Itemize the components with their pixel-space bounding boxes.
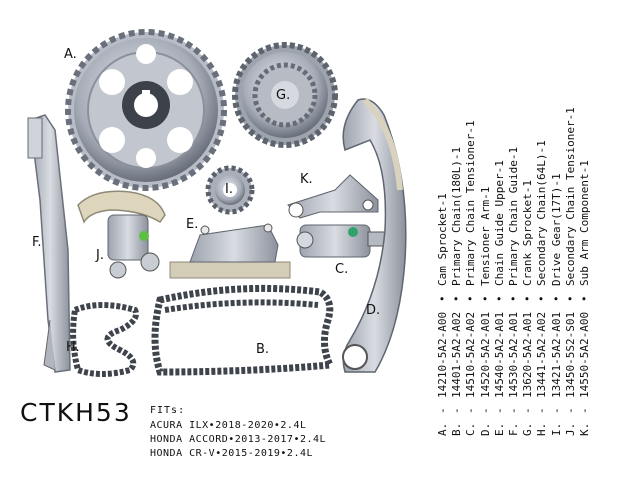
- fits-title: FITs:: [150, 405, 186, 416]
- part-name: Secondary Chain(64L)-1: [535, 140, 549, 286]
- sub-arm-component: [287, 174, 379, 219]
- part-number: 14550-5A2-A00: [577, 311, 591, 398]
- part-letter: C.: [464, 422, 478, 436]
- secondary-chain: [70, 302, 139, 377]
- part-bullet: •: [506, 295, 520, 302]
- part-number: 14210-5A2-A00: [436, 311, 449, 398]
- label-j: J.: [96, 248, 104, 263]
- parts-list-row: A. - 14210-5A2-A00 • Cam Sprocket-1: [436, 76, 450, 436]
- label-f: F.: [32, 235, 42, 250]
- fit-line: HONDA ACCORD•2013-2017•2.4L: [150, 434, 327, 445]
- secondary-chain-tensioner: [77, 190, 166, 279]
- part-bullet: •: [450, 295, 464, 302]
- part-bullet: •: [492, 295, 506, 302]
- part-number: 13421-5A2-A01: [549, 311, 563, 398]
- parts-list-row: B. - 14401-5A2-A02 • Primary Chain(180L)-1: [450, 76, 464, 436]
- part-bullet: •: [464, 295, 478, 302]
- kit-code: CTKH53: [20, 398, 132, 427]
- part-name: Chain Guide Upper-1: [492, 160, 506, 286]
- parts-list-row: K. - 14550-5A2-A00 • Sub Arm Component-1: [578, 76, 592, 436]
- tensioner-arm: [342, 97, 407, 373]
- parts-list-row: J. - 13450-5S2-S01 • Secondary Chain Tension…: [564, 76, 578, 436]
- part-bullet: •: [577, 295, 591, 302]
- part-number: 13450-5S2-S01: [563, 311, 577, 398]
- part-letter: H.: [535, 422, 549, 436]
- drive-gear: [205, 165, 255, 215]
- part-number: 14530-5A2-A01: [506, 311, 520, 398]
- part-dash: -: [478, 407, 492, 414]
- part-bullet: •: [521, 295, 535, 302]
- crank-sprocket: [232, 42, 338, 148]
- part-name: Secondary Chain Tensioner-1: [563, 107, 577, 286]
- primary-chain-guide: [27, 114, 71, 373]
- parts-list-row: E. - 14540-5A2-A01 • Chain Guide Upper-1: [493, 76, 507, 436]
- part-name: Tensioner Arm-1: [478, 186, 492, 286]
- part-dash: -: [464, 407, 478, 414]
- part-name: Primary Chain(180L)-1: [450, 146, 464, 286]
- part-bullet: •: [436, 295, 449, 302]
- part-bullet: •: [478, 295, 492, 302]
- part-name: Crank Sprocket-1: [521, 180, 535, 286]
- part-dash: -: [492, 407, 506, 414]
- part-number: 14520-5A2-A01: [478, 311, 492, 398]
- part-number: 14401-5A2-A02: [450, 311, 464, 398]
- label-c: C.: [335, 262, 349, 277]
- part-dash: -: [436, 407, 449, 414]
- part-letter: B.: [450, 422, 464, 436]
- primary-chain: [151, 284, 336, 376]
- part-number: 13441-5A2-A02: [535, 311, 549, 398]
- part-name: Primary Chain Tensioner-1: [464, 120, 478, 286]
- label-i: I.: [225, 182, 233, 197]
- parts-list-row: F. - 14530-5A2-A01 • Primary Chain Guide-1: [507, 76, 521, 436]
- part-letter: I.: [549, 422, 563, 436]
- chain-guide-upper: [169, 223, 291, 279]
- part-dash: -: [521, 407, 535, 414]
- primary-chain-tensioner: [296, 224, 389, 258]
- label-b: B.: [256, 342, 270, 357]
- part-number: 13620-5A2-A01: [521, 311, 535, 398]
- parts-list-row: G. - 13620-5A2-A01 • Crank Sprocket-1: [521, 76, 535, 436]
- part-name: Cam Sprocket-1: [436, 193, 449, 286]
- part-name: Primary Chain Guide-1: [506, 146, 520, 286]
- part-bullet: •: [549, 295, 563, 302]
- fit-line: ACURA ILX•2018-2020•2.4L: [150, 420, 307, 431]
- part-letter: G.: [521, 422, 535, 436]
- part-number: 14510-5A2-A02: [464, 311, 478, 398]
- part-letter: E.: [492, 422, 506, 436]
- part-bullet: •: [535, 295, 549, 302]
- part-letter: A.: [436, 422, 449, 436]
- part-dash: -: [506, 407, 520, 414]
- part-number: 14540-5A2-A01: [492, 311, 506, 398]
- part-name: Drive Gear(17T)-1: [549, 173, 563, 286]
- label-a: A.: [64, 47, 77, 62]
- part-dash: -: [563, 407, 577, 414]
- fit-line: HONDA CR-V•2015-2019•2.4L: [150, 448, 314, 459]
- part-name: Sub Arm Component-1: [577, 160, 591, 286]
- part-letter: J.: [563, 422, 577, 436]
- parts-list-row: D. - 14520-5A2-A01 • Tensioner Arm-1: [479, 76, 493, 436]
- part-dash: -: [535, 407, 549, 414]
- label-e: E.: [186, 217, 199, 232]
- part-letter: K.: [577, 422, 591, 436]
- parts-list-row: I. - 13421-5A2-A01 • Drive Gear(17T)-1: [550, 76, 564, 436]
- part-dash: -: [577, 407, 591, 414]
- part-dash: -: [450, 407, 464, 414]
- part-bullet: •: [563, 295, 577, 302]
- parts-list-row: H. - 13441-5A2-A02 • Secondary Chain(64L)-1: [535, 76, 549, 436]
- part-letter: D.: [478, 422, 492, 436]
- parts-list-row: C. - 14510-5A2-A02 • Primary Chain Tensioner…: [464, 76, 478, 436]
- label-k: K.: [300, 172, 313, 187]
- label-d: D.: [366, 303, 381, 318]
- cam-sprocket: [65, 29, 227, 191]
- label-h: H.: [66, 340, 80, 355]
- label-g: G.: [276, 88, 291, 103]
- part-dash: -: [549, 407, 563, 414]
- part-letter: F.: [506, 422, 520, 436]
